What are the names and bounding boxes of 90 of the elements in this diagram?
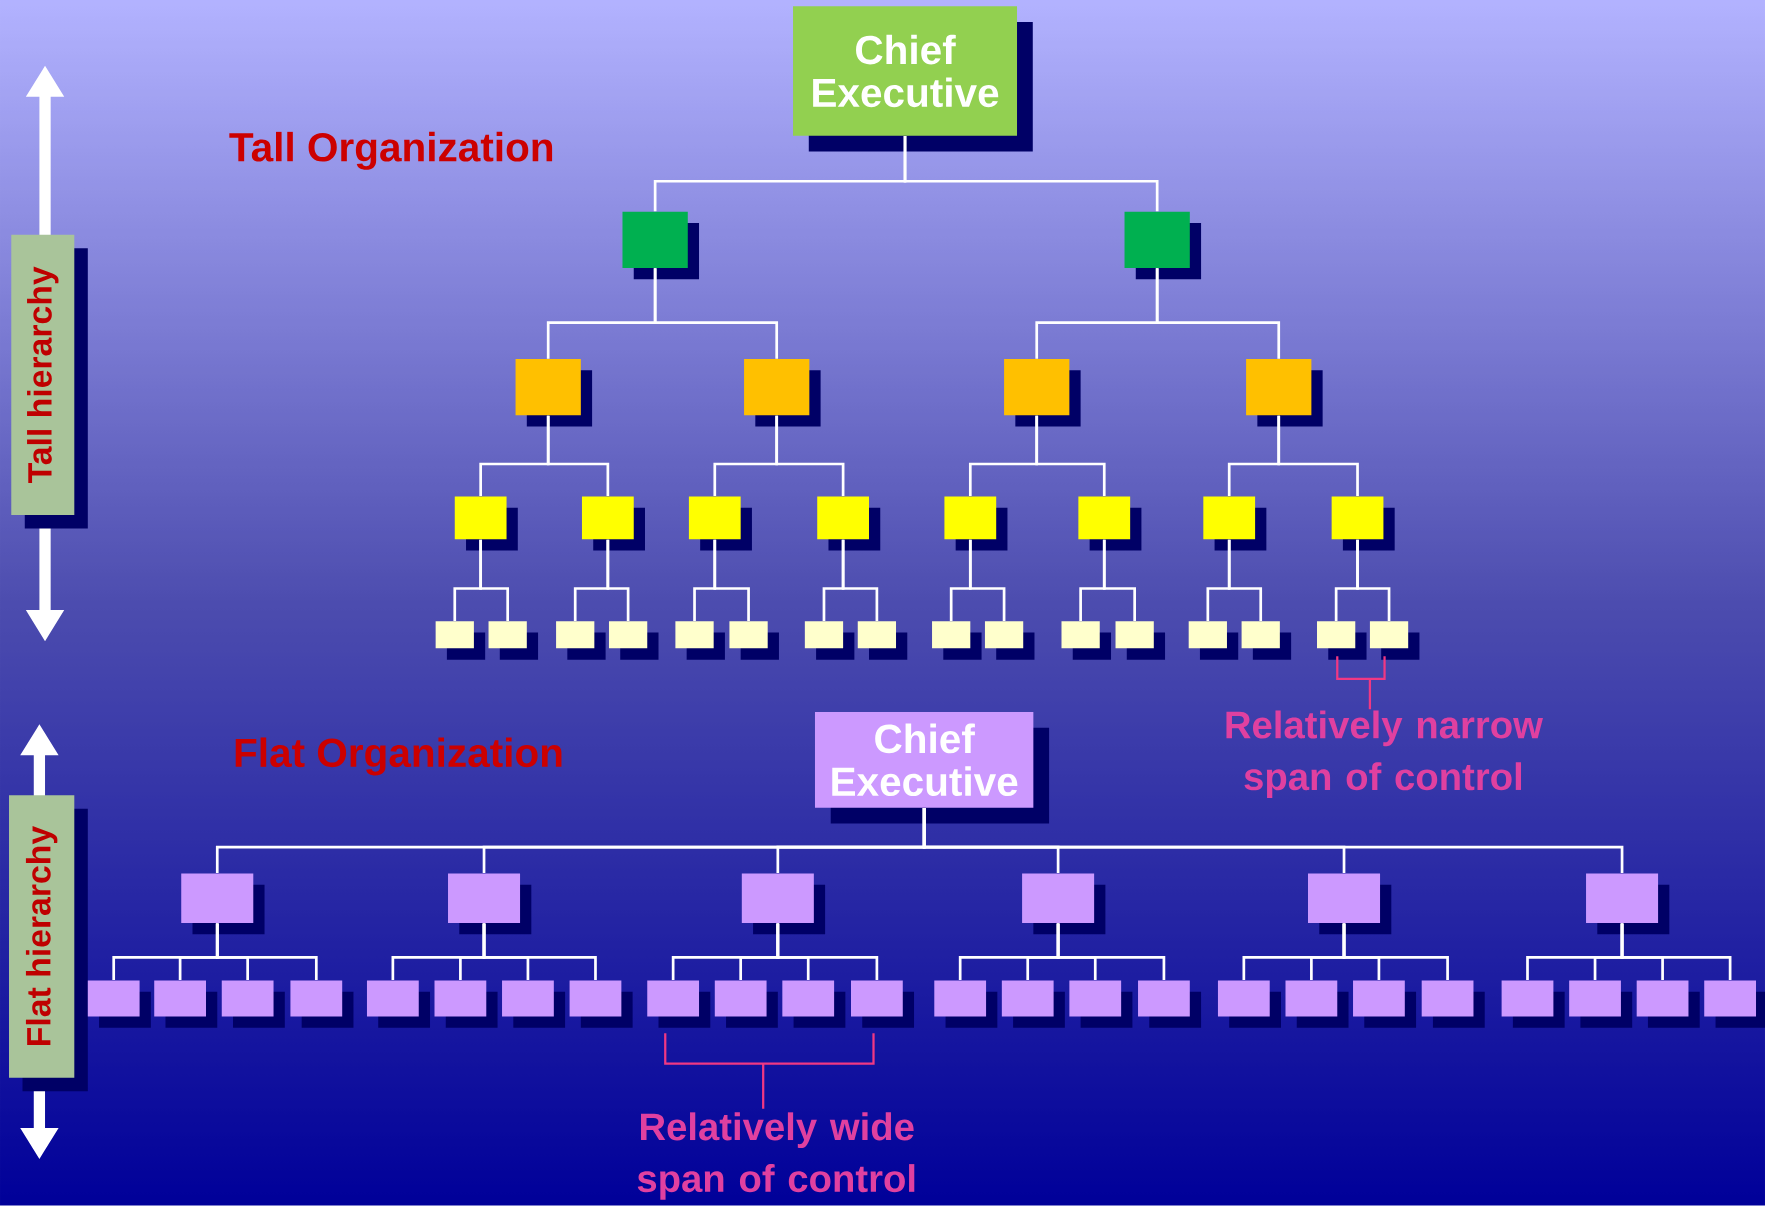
connector-line xyxy=(968,539,1006,622)
org-box xyxy=(1308,873,1392,935)
org-box xyxy=(984,621,1035,660)
org-box xyxy=(675,621,725,660)
org-box xyxy=(1246,359,1323,427)
org-box xyxy=(688,496,752,551)
org-box xyxy=(569,980,633,1028)
org-box xyxy=(714,980,778,1028)
connector-line xyxy=(1155,268,1281,359)
connector-line xyxy=(479,539,510,622)
org-box xyxy=(1421,980,1485,1028)
connector-line xyxy=(1356,539,1391,622)
org-box xyxy=(944,496,1008,551)
hierarchy-box: Tall hierarchy xyxy=(11,234,88,529)
org-box xyxy=(1001,980,1065,1028)
org-box xyxy=(87,980,151,1028)
org-box xyxy=(1124,211,1202,280)
org-box xyxy=(804,621,855,660)
org-box xyxy=(502,980,566,1028)
connector-line xyxy=(1342,923,1449,981)
org-box xyxy=(934,980,998,1028)
ceo-box: Chief Executive xyxy=(793,6,1033,152)
org-box xyxy=(1704,980,1765,1028)
org-box xyxy=(817,496,881,551)
org-box xyxy=(1004,359,1081,427)
org-box xyxy=(1331,496,1395,551)
connector-line xyxy=(1227,539,1263,622)
org-box xyxy=(154,980,218,1028)
span-note: Relatively narrow span of control xyxy=(1226,710,1543,799)
org-box xyxy=(434,980,498,1028)
org-box xyxy=(744,359,821,427)
org-box xyxy=(515,359,593,427)
org-box xyxy=(448,873,532,935)
connector-line xyxy=(1620,923,1732,981)
org-box xyxy=(181,873,265,935)
org-box xyxy=(290,980,354,1028)
connector-line xyxy=(606,539,630,622)
org-box xyxy=(741,873,826,935)
org-box xyxy=(782,980,846,1028)
org-box xyxy=(1188,621,1239,660)
ceo-box: Chief Executive xyxy=(814,712,1050,824)
connector-line xyxy=(903,136,1159,212)
org-box xyxy=(1636,980,1700,1028)
org-box xyxy=(1353,980,1417,1028)
org-box xyxy=(581,496,645,551)
org-box xyxy=(857,621,908,660)
connector-line xyxy=(1056,923,1166,981)
section-title: Tall Organization xyxy=(229,132,553,171)
org-box xyxy=(729,621,779,660)
org-box xyxy=(556,621,606,660)
org-box xyxy=(221,980,285,1028)
connector-line xyxy=(482,923,597,981)
connector-line xyxy=(775,416,845,497)
org-box xyxy=(1285,980,1349,1028)
org-box xyxy=(622,211,700,280)
org-box xyxy=(1586,873,1670,935)
connector-line xyxy=(546,416,610,497)
org-box xyxy=(488,621,539,660)
connector-line xyxy=(653,268,779,359)
section-title: Flat Organization xyxy=(235,737,562,776)
org-box xyxy=(435,621,486,660)
org-box xyxy=(1115,621,1166,660)
org-box xyxy=(1138,980,1202,1028)
connector-line xyxy=(841,539,879,622)
org-box xyxy=(1061,621,1111,660)
org-box xyxy=(1501,980,1565,1028)
connector-line xyxy=(1277,416,1359,497)
org-box xyxy=(1217,980,1281,1028)
org-box xyxy=(647,980,711,1028)
org-box xyxy=(1569,980,1633,1028)
org-box xyxy=(1241,621,1292,660)
connector-line xyxy=(1102,539,1136,622)
span-note: Relatively wide span of control xyxy=(637,1112,915,1200)
org-box xyxy=(1022,873,1106,935)
org-box xyxy=(1317,621,1367,660)
org-box xyxy=(932,621,982,660)
connector-line xyxy=(1035,416,1106,497)
org-box xyxy=(1078,496,1142,551)
hierarchy-box: Flat hierarchy xyxy=(9,795,88,1092)
org-box xyxy=(1369,621,1420,660)
org-box xyxy=(609,621,659,660)
connector-line xyxy=(922,808,1624,874)
connector-line xyxy=(776,923,879,981)
org-box xyxy=(1069,980,1133,1028)
org-box xyxy=(851,980,915,1028)
org-box xyxy=(454,496,518,551)
connector-line xyxy=(215,923,318,981)
connector-line xyxy=(713,539,750,622)
org-box xyxy=(1203,496,1267,551)
org-box xyxy=(366,980,430,1028)
